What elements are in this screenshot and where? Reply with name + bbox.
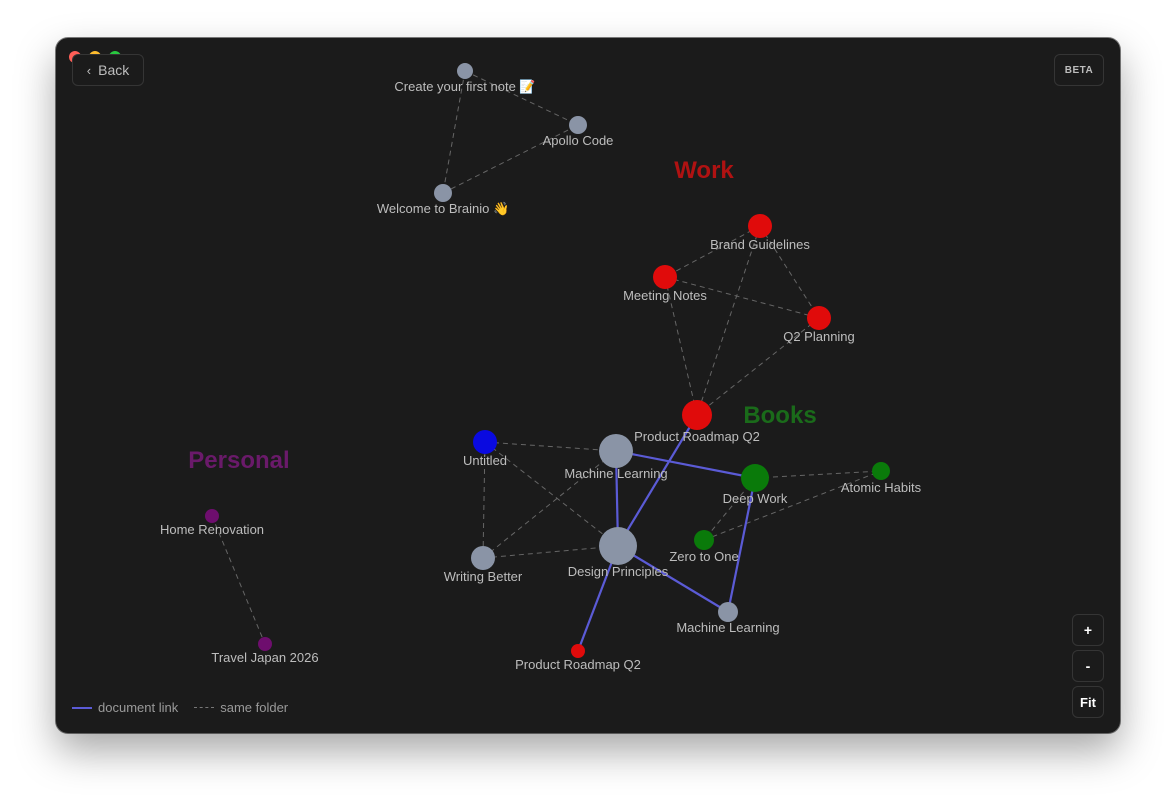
node-circle[interactable]: [748, 214, 772, 238]
same-folder-edge: [484, 441, 619, 547]
legend-same-folder: same folder: [220, 700, 289, 715]
document-link-edge: [615, 449, 756, 480]
graph-node[interactable]: Zero to One: [669, 530, 739, 564]
chevron-left-icon: ‹: [86, 62, 92, 78]
node-circle[interactable]: [258, 637, 272, 651]
cluster-label-books: Books: [743, 402, 816, 429]
node-label: Product Roadmap Q2: [515, 657, 641, 672]
node-label: Design Principles: [568, 564, 669, 579]
back-label: Back: [98, 62, 130, 78]
node-circle[interactable]: [653, 265, 677, 289]
graph-node[interactable]: Product Roadmap Q2: [515, 644, 641, 672]
node-circle[interactable]: [205, 509, 219, 523]
node-circle[interactable]: [872, 462, 890, 480]
same-folder-edge: [482, 545, 619, 559]
graph-node[interactable]: Design Principles: [568, 527, 669, 579]
node-label: Zero to One: [669, 549, 738, 564]
document-link-swatch: [72, 706, 92, 709]
graph-node[interactable]: Welcome to Brainio 👋: [377, 184, 509, 217]
node-circle[interactable]: [718, 602, 738, 622]
node-label: Writing Better: [444, 569, 523, 584]
node-circle[interactable]: [457, 63, 473, 79]
node-label: Travel Japan 2026: [211, 650, 318, 665]
node-label: Apollo Code: [543, 133, 614, 148]
same-folder-edge: [759, 225, 820, 319]
graph-node[interactable]: Meeting Notes: [623, 265, 707, 303]
node-label: Deep Work: [723, 491, 788, 506]
same-folder-edge: [442, 124, 579, 194]
node-circle[interactable]: [599, 434, 633, 468]
graph-node[interactable]: Brand Guidelines: [710, 214, 810, 252]
same-folder-edge: [696, 225, 761, 416]
node-label: Product Roadmap Q2: [634, 429, 760, 444]
node-circle[interactable]: [569, 116, 587, 134]
document-link-edge: [726, 477, 757, 613]
node-circle[interactable]: [741, 464, 769, 492]
graph-node[interactable]: Machine Learning: [564, 434, 668, 481]
node-label: Meeting Notes: [623, 288, 707, 303]
graph-node[interactable]: Apollo Code: [543, 116, 614, 148]
same-folder-edge: [696, 317, 820, 416]
node-circle[interactable]: [599, 527, 637, 565]
node-label: Untitled: [463, 453, 507, 468]
cluster-label-work: Work: [674, 157, 734, 184]
same-folder-edge: [664, 276, 698, 416]
same-folder-edge: [703, 470, 882, 541]
same-folder-edge: [754, 470, 882, 479]
legend: document link same folder: [72, 700, 288, 715]
zoom-out-button[interactable]: -: [1072, 650, 1104, 682]
node-circle[interactable]: [434, 184, 452, 202]
graph-node[interactable]: Create your first note 📝: [394, 63, 536, 94]
node-label: Brand Guidelines: [710, 237, 810, 252]
same-folder-edge: [464, 70, 579, 126]
graph-node[interactable]: Atomic Habits: [841, 462, 922, 495]
node-label: Home Renovation: [160, 522, 264, 537]
legend-document-link: document link: [98, 700, 179, 715]
node-circle[interactable]: [807, 306, 831, 330]
node-label: Create your first note 📝: [394, 79, 535, 94]
same-folder-edge: [442, 70, 466, 194]
beta-badge: BETA: [1054, 54, 1104, 86]
document-link-edge: [617, 414, 698, 547]
graph-node[interactable]: Travel Japan 2026: [211, 637, 319, 665]
zoom-in-button[interactable]: +: [1072, 614, 1104, 646]
node-label: Welcome to Brainio 👋: [377, 201, 509, 217]
node-label: Q2 Planning: [783, 329, 855, 344]
node-label: Machine Learning: [564, 466, 667, 481]
graph-node[interactable]: Deep Work: [723, 464, 788, 506]
graph-node[interactable]: Q2 Planning: [783, 306, 855, 344]
zoom-out-label: -: [1085, 658, 1091, 674]
document-link-edge: [617, 545, 729, 613]
graph-node[interactable]: Untitled: [463, 430, 507, 468]
node-circle[interactable]: [682, 400, 712, 430]
fit-label: Fit: [1080, 694, 1096, 710]
node-circle[interactable]: [473, 430, 497, 454]
graph-node[interactable]: Product Roadmap Q2: [634, 400, 760, 444]
same-folder-swatch: [194, 707, 215, 708]
same-folder-edge: [484, 441, 617, 452]
fit-button[interactable]: Fit: [1072, 686, 1104, 718]
beta-label: BETA: [1064, 64, 1094, 76]
graph-node[interactable]: Machine Learning: [676, 602, 780, 635]
cluster-label-personal: Personal: [188, 447, 289, 474]
same-folder-edge: [482, 450, 617, 559]
graph-node[interactable]: Home Renovation: [160, 509, 264, 537]
node-label: Atomic Habits: [841, 480, 922, 495]
node-circle[interactable]: [471, 546, 495, 570]
back-button[interactable]: ‹ Back: [72, 54, 144, 86]
same-folder-edge: [482, 441, 486, 559]
node-circle[interactable]: [694, 530, 714, 550]
graph-node[interactable]: Writing Better: [444, 546, 523, 584]
node-circle[interactable]: [571, 644, 585, 658]
node-label: Machine Learning: [676, 620, 779, 635]
zoom-in-label: +: [1083, 622, 1093, 638]
